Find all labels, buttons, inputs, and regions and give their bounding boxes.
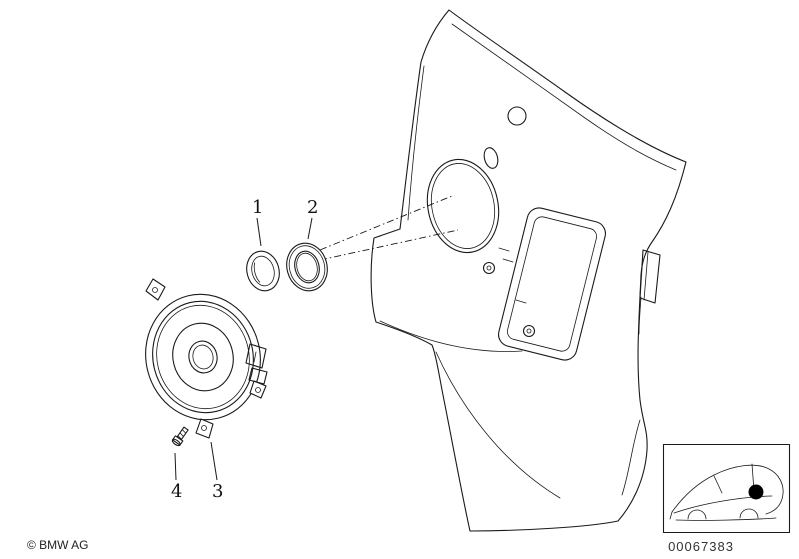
speaker-terminal-upper: [245, 343, 267, 369]
speaker-opening-outer: [426, 158, 500, 254]
callout-3-leader: [210, 441, 218, 481]
panel-clip-lower-center: [526, 328, 532, 334]
copyright: © BMW AG: [27, 538, 89, 552]
cap-highlight: [253, 262, 261, 283]
assembly-alignment-lines: [319, 195, 459, 261]
panel-hole-round: [507, 106, 527, 126]
speaker-dustcap-inner: [192, 344, 214, 370]
speaker-tab-lower: [195, 418, 214, 439]
speaker-dustcap: [188, 340, 218, 374]
panel-clip-lower: [522, 324, 536, 338]
panel-left-inner-edge: [407, 65, 425, 221]
screw-head: [172, 435, 184, 446]
speaker-tab-upper: [145, 278, 166, 301]
callout-2-leader: [307, 217, 313, 240]
panel-side-tab: [639, 249, 661, 304]
panel-recess-outer: [498, 207, 606, 361]
panel-recess-tick-2: [502, 258, 514, 263]
thumbnail-frame: [662, 443, 791, 534]
callout-4-number[interactable]: 4: [171, 481, 182, 502]
rear-quarter-trim-panel-drawing: [370, 9, 687, 532]
ring-inner: [294, 250, 320, 284]
panel-top-inner-edge: [451, 23, 677, 171]
ring-outer-2: [288, 245, 326, 289]
speaker-cone: [172, 322, 234, 392]
speaker-terminal-lower: [248, 367, 268, 385]
callout-1-leader: [256, 217, 262, 247]
callout-2-number[interactable]: 2: [307, 197, 318, 218]
panel-hole-oval: [483, 147, 499, 169]
panel-recess-tick-3: [515, 299, 527, 304]
speaker-opening-inner: [430, 163, 496, 249]
panel-side-tab-line: [643, 251, 649, 301]
panel-right-crease: [621, 419, 641, 496]
panel-clip-upper: [482, 261, 496, 275]
screw-thread-1: [181, 429, 187, 434]
part-3-loudspeaker-drawing: [145, 278, 268, 439]
speaker-frame-outer: [145, 293, 261, 421]
speaker-tab-upper-hole: [152, 287, 158, 293]
ring-inner-2: [296, 252, 318, 282]
speaker-surround: [156, 304, 250, 410]
callout-1[interactable]: 1: [252, 197, 263, 247]
part-2-trim-ring-drawing: [286, 242, 328, 292]
callout-2[interactable]: 2: [307, 197, 318, 240]
callout-4[interactable]: 4: [171, 452, 182, 502]
screw-thread-2: [179, 432, 184, 437]
callout-4-leader: [174, 452, 177, 481]
diagram-number: 00067383: [668, 539, 734, 554]
panel-lower-crease: [435, 351, 561, 499]
panel-side-crease: [379, 320, 523, 352]
cap-inner: [251, 255, 275, 287]
part-1-cover-cap-drawing: [246, 250, 280, 292]
panel-recess-inner: [507, 216, 597, 352]
alignment-line-upper: [319, 195, 453, 251]
speaker-tab-right: [249, 380, 267, 399]
panel-recess-tick-1: [498, 247, 510, 252]
alignment-line-lower: [319, 229, 459, 261]
speaker-tab-right-hole: [255, 387, 261, 393]
cap-outer: [246, 250, 280, 292]
screw-head-base: [171, 438, 181, 447]
speaker-tab-lower-hole: [201, 425, 207, 431]
speaker-terminal-line: [253, 351, 257, 363]
ring-outer: [286, 242, 328, 292]
panel-side-tab-crease: [638, 296, 642, 335]
callout-3-number[interactable]: 3: [212, 481, 223, 502]
part-4-screw-drawing: [171, 426, 189, 447]
panel-outline: [370, 9, 687, 532]
callout-3[interactable]: 3: [210, 441, 223, 502]
car-location-thumbnail: [662, 443, 791, 534]
screw-thread-3: [177, 435, 182, 440]
part-location-dot: [748, 484, 764, 500]
panel-clip-upper-center: [486, 265, 492, 271]
callout-1-number[interactable]: 1: [252, 197, 263, 218]
